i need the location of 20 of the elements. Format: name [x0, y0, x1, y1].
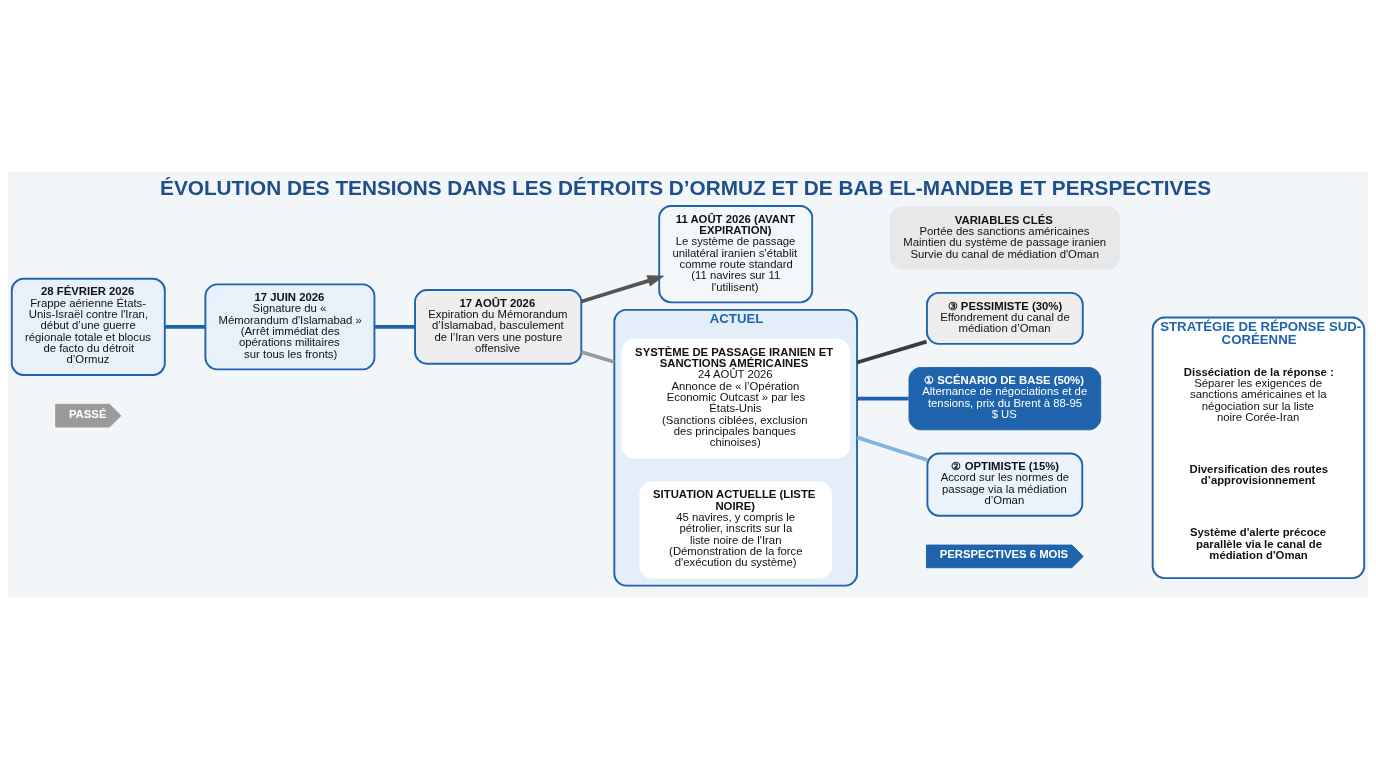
node-box: 17 JUIN 2026 Signature du « Mémorandum d'Islamabad » (Arrêt immédiat des opérations militaires sur tous les fronts) — [204, 282, 376, 370]
connector — [165, 324, 206, 329]
node-text: Disséciation de la réponse : Séparer les exigences de sanctions américaines et la négociation sur la liste noire Corée-Iran — [1183, 365, 1334, 423]
node-box: ③ PESSIMISTE (30%) Effondrement du canal de médiation d’Oman — [926, 291, 1084, 345]
connector — [856, 435, 928, 462]
connector — [580, 349, 615, 364]
connector — [857, 396, 909, 401]
node-box: ① SCÉNARIO DE BASE (50%) Alternance de négociations et de tensions, prix du Brent à 88-95 $ US — [908, 366, 1102, 430]
node-box: 11 AOÛT 2026 (AVANT EXPIRATION) Le système de passage unilatéral iranien s’établit comme route standard (11 navires sur 11 l'utilisent) — [658, 204, 814, 303]
node-text: Diversification des routes d’approvisionnement — [1189, 462, 1328, 486]
node-box: 28 FÉVRIER 2026 Frappe aérienne États-Unis-Israël contre l'Iran, début d’une guerre régionale totale et blocus de facto du détroit d’Ormuz — [10, 277, 166, 376]
node-box: 17 AOÛT 2026 Expiration du Mémorandum d’Islamabad, basculement de l’Iran vers une posture offensive — [414, 288, 583, 365]
node-box: SITUATION ACTUELLE (LISTE NOIRE) 45 navires, y compris le pétrolier, inscrits sur la liste noire de l'Iran (Démonstration de la force d'exécution du système) — [639, 480, 833, 579]
arrow — [580, 274, 665, 303]
node-box: SYSTÈME DE PASSAGE IRANIEN ET SANCTIONS AMÉRICAINES 24 AOÛT 2026 Annonce de « l’Opération Economic Outcast » par les États-Unis (Sanctions ciblées, exclusion des principales banques chinoises) — [621, 338, 850, 459]
diagram-title: ÉVOLUTION DES TENSIONS DANS LES DÉTROITS D’ORMUZ ET DE BAB EL-MANDEB ET PERSPECTIVES — [160, 175, 1212, 199]
connector — [374, 324, 415, 329]
connector — [856, 339, 928, 364]
node-text: Système d'alerte précoce parallèle via le canal de médiation d'Oman — [1189, 525, 1327, 561]
node-box: ② OPTIMISTE (15%) Accord sur les normes de passage via la médiation d’Oman — [926, 452, 1084, 517]
